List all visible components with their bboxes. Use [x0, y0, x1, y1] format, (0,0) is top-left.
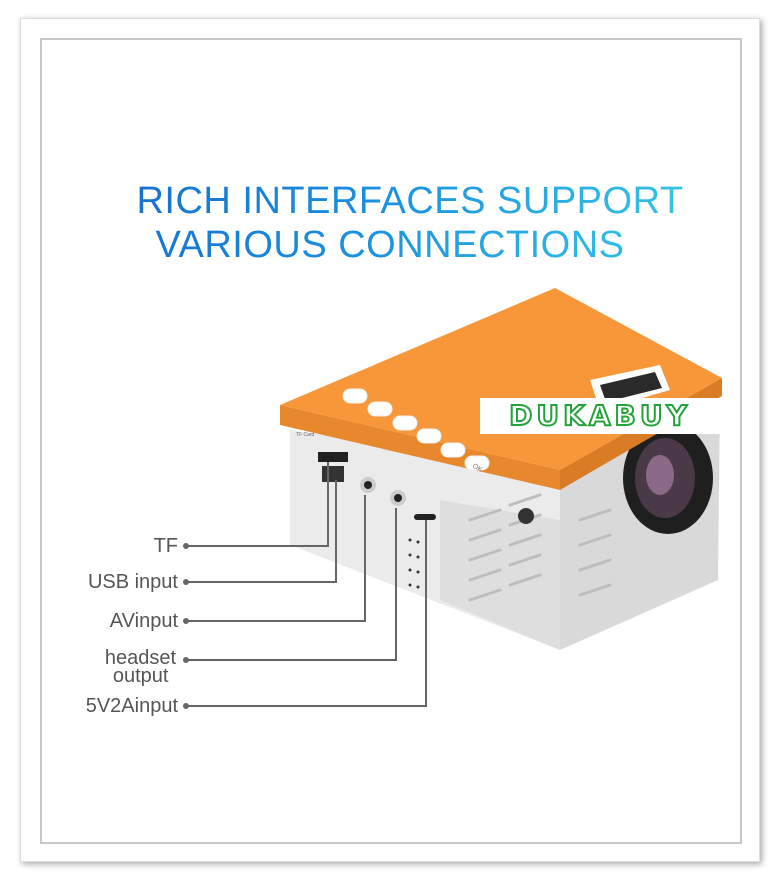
dukabuy-watermark: DUKABUY — [480, 398, 720, 434]
port-label-tf: TF — [153, 535, 178, 557]
tf-marking: TF Card — [296, 432, 315, 438]
heading-line-2: VARIOUS CONNECTIONS — [0, 224, 780, 267]
port-label-av: AVinput — [109, 610, 178, 632]
headset-line-1: headset — [104, 647, 176, 669]
control-buttons — [342, 388, 490, 471]
port-label-usb: USB input — [87, 571, 178, 593]
headset-line-2: output — [112, 665, 169, 687]
port-label-power: 5V2Ainput — [85, 695, 178, 717]
ok-marking: OK — [471, 463, 484, 474]
heading-line-1: RICH INTERFACES SUPPORT — [20, 180, 780, 223]
leader-lines — [186, 462, 427, 707]
port-label-headset: headset output — [104, 647, 176, 687]
